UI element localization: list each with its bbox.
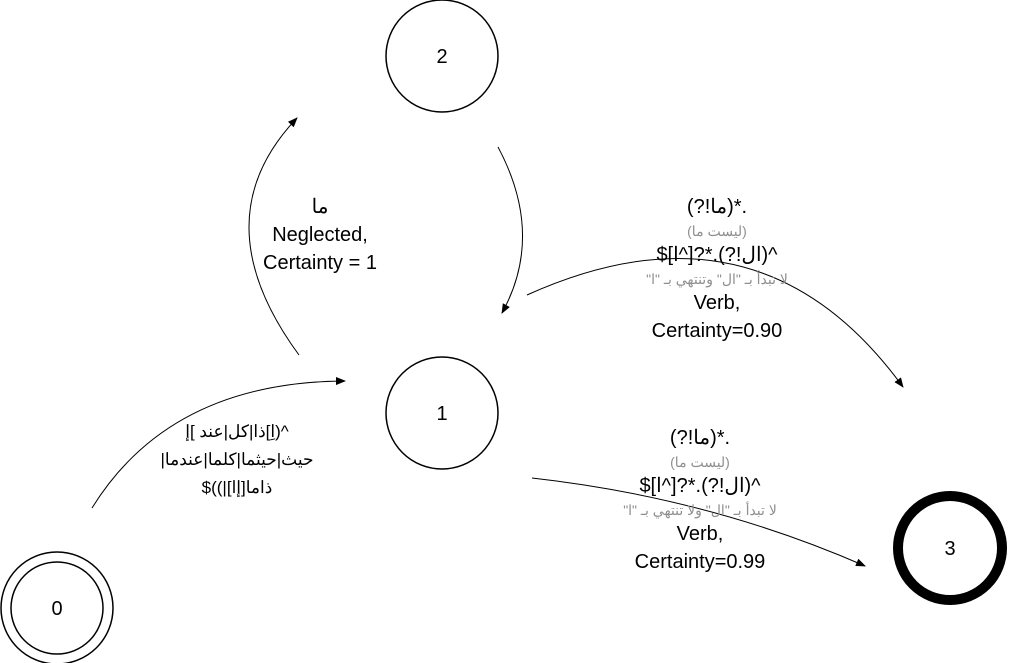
transition-1-to-3-upper-regex-2: ^(ال!?).*?[^ا]$ [656, 244, 778, 266]
state-0-label: 0 [51, 598, 62, 620]
state-1: 1 [385, 356, 499, 470]
transition-1-to-3-lower-regex-1: .*(ما!?) [669, 427, 731, 449]
transition-1-to-3-lower-category: Verb, [676, 523, 724, 545]
transition-1-to-3-lower-label: .*(ما!?) (ليست ما) ^(ال!?).*?[^ا]$ لا تب… [590, 424, 810, 576]
state-3-label: 3 [944, 538, 955, 560]
state-1-label: 1 [436, 403, 447, 425]
transition-0-to-1-regex-line-1: ^(اِ]ذا|كل|عند ]إ [185, 422, 289, 441]
transition-1-to-2-label: ما Neglected, Certainty = 1 [240, 193, 400, 277]
transition-1-to-3-upper-note-2: لا تبدأ بـ "ال" وتنتهي بـ "ا" [646, 271, 788, 287]
transition-1-to-2-category: Neglected, [272, 224, 368, 246]
transition-0-to-1-regex-line-2: حيث|حيثما|كلما|عندما| [160, 450, 314, 469]
state-3-circle [893, 491, 1007, 605]
transition-1-to-3-upper-arrow [526, 258, 904, 388]
state-0-outer-circle [0, 551, 114, 663]
transition-1-to-3-lower-note-2: لا تبدأ بـ "ال" ولا تنتهي بـ "ا" [623, 502, 777, 518]
transition-1-to-3-lower-note-1: (ليست ما) [670, 454, 730, 470]
state-3: 3 [893, 491, 1007, 605]
state-2: 2 [385, 0, 499, 113]
transition-1-to-2-arabic-token: ما [311, 196, 329, 218]
state-0-inner-circle [10, 561, 104, 655]
transition-0-to-1-label: ^(اِ]ذا|كل|عند ]إ حيث|حيثما|كلما|عندما| … [142, 418, 332, 502]
transition-1-to-3-upper-regex-1: .*(ما!?) [686, 196, 748, 218]
state-1-circle [385, 356, 499, 470]
transition-0-to-1-arrow [91, 377, 346, 509]
transition-2-to-1-arrow [497, 146, 523, 314]
transition-1-to-2-arrow [248, 117, 300, 356]
transition-1-to-3-upper-note-1: (ليست ما) [687, 223, 747, 239]
transition-1-to-2-certainty: Certainty = 1 [263, 252, 377, 274]
transition-1-to-3-lower-certainty: Certainty=0.99 [634, 551, 766, 573]
transition-1-to-3-upper-label: .*(ما!?) (ليست ما) ^(ال!?).*?[^ا]$ لا تب… [607, 193, 827, 345]
state-2-label: 2 [436, 46, 447, 68]
transition-1-to-3-upper-category: Verb, [693, 292, 741, 314]
state-2-circle [385, 0, 499, 113]
transition-1-to-3-lower-arrow [531, 477, 866, 567]
transition-0-to-1-regex-line-3: ذاما[إا]|))$ [201, 478, 273, 497]
transition-1-to-3-upper-certainty: Certainty=0.90 [651, 320, 783, 342]
transition-1-to-3-lower-regex-2: ^(ال!?).*?[^ا]$ [639, 475, 761, 497]
state-0: 0 [0, 551, 114, 663]
